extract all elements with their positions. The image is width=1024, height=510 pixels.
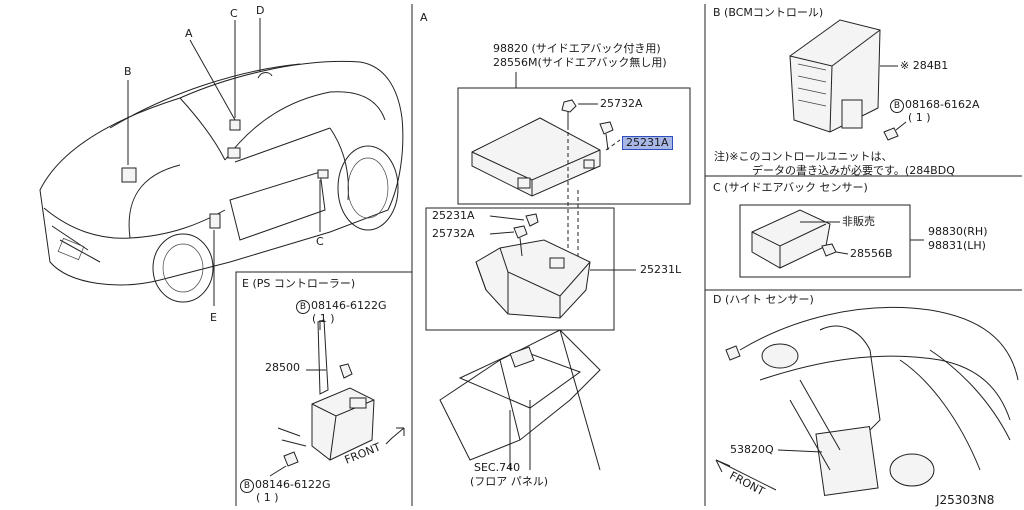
part-25732a-top-label[interactable]: 25732A	[600, 97, 643, 110]
section-c-title: C (サイドエアバック センサー)	[713, 181, 868, 194]
not-sold-label: 非販売	[842, 215, 875, 228]
callout-b[interactable]: B	[124, 65, 132, 78]
part-28556m-label[interactable]: 28556M(サイドエアバック無し用)	[493, 56, 667, 69]
circle-b-mark-top: B	[296, 300, 310, 314]
sec-740-label[interactable]: SEC.740	[474, 461, 521, 474]
callout-c-top[interactable]: C	[230, 7, 238, 20]
note-line-1: 注)※このコントロールユニットは、	[714, 150, 893, 163]
car-callout-lines	[127, 18, 321, 306]
circle-b-mark-bottom: B	[240, 479, 254, 493]
section-e-title: E (PS コントローラー)	[242, 277, 356, 290]
callout-e[interactable]: E	[210, 311, 217, 324]
part-28500-label[interactable]: 28500	[265, 361, 300, 374]
callout-c-bottom[interactable]: C	[316, 235, 324, 248]
part-98820-label[interactable]: 98820 (サイドエアバック付き用)	[493, 42, 661, 55]
part-284b1-label[interactable]: ※ 284B1	[900, 59, 949, 72]
part-25231l-label[interactable]: 25231L	[640, 263, 682, 276]
bolt-top-number: 08146-6122G	[311, 299, 387, 312]
section-d-art	[715, 306, 1019, 497]
diagram-code: J25303N8	[936, 493, 995, 507]
bolt-bottom-number: 08146-6122G	[255, 478, 331, 491]
part-25231a-left-label[interactable]: 25231A	[432, 209, 475, 222]
panel-dividers	[235, 4, 1022, 506]
section-b-art	[789, 19, 907, 141]
circle-b-mark: B	[890, 99, 904, 113]
part-98830-label[interactable]: 98830(RH)	[928, 225, 988, 238]
part-98831-label[interactable]: 98831(LH)	[928, 239, 986, 252]
callout-d[interactable]: D	[256, 4, 265, 17]
note-line-2: データの書き込みが必要です。(284BDQ	[752, 164, 955, 177]
section-a-art	[425, 72, 691, 471]
section-d-title: D (ハイト センサー)	[713, 293, 814, 306]
part-28556b-label[interactable]: 28556B	[850, 247, 893, 260]
section-a-title: A	[420, 11, 428, 24]
bolt-top-qty-label: ( 1 )	[312, 312, 335, 325]
part-25231a-highlighted-label[interactable]: 25231A	[622, 136, 673, 150]
part-25732a-left-label[interactable]: 25732A	[432, 227, 475, 240]
callout-a[interactable]: A	[185, 27, 193, 40]
section-e-art	[269, 319, 405, 477]
section-b-title: B (BCMコントロール)	[713, 6, 824, 19]
part-53820q-label[interactable]: 53820Q	[730, 443, 774, 456]
bolt-number: 08168-6162A	[905, 98, 980, 111]
floor-panel-label: (フロア パネル)	[470, 475, 549, 488]
bolt-qty-label: ( 1 )	[908, 111, 931, 124]
car-outline	[39, 60, 404, 303]
bolt-bottom-qty-label: ( 1 )	[256, 491, 279, 504]
section-c-art	[739, 204, 924, 278]
